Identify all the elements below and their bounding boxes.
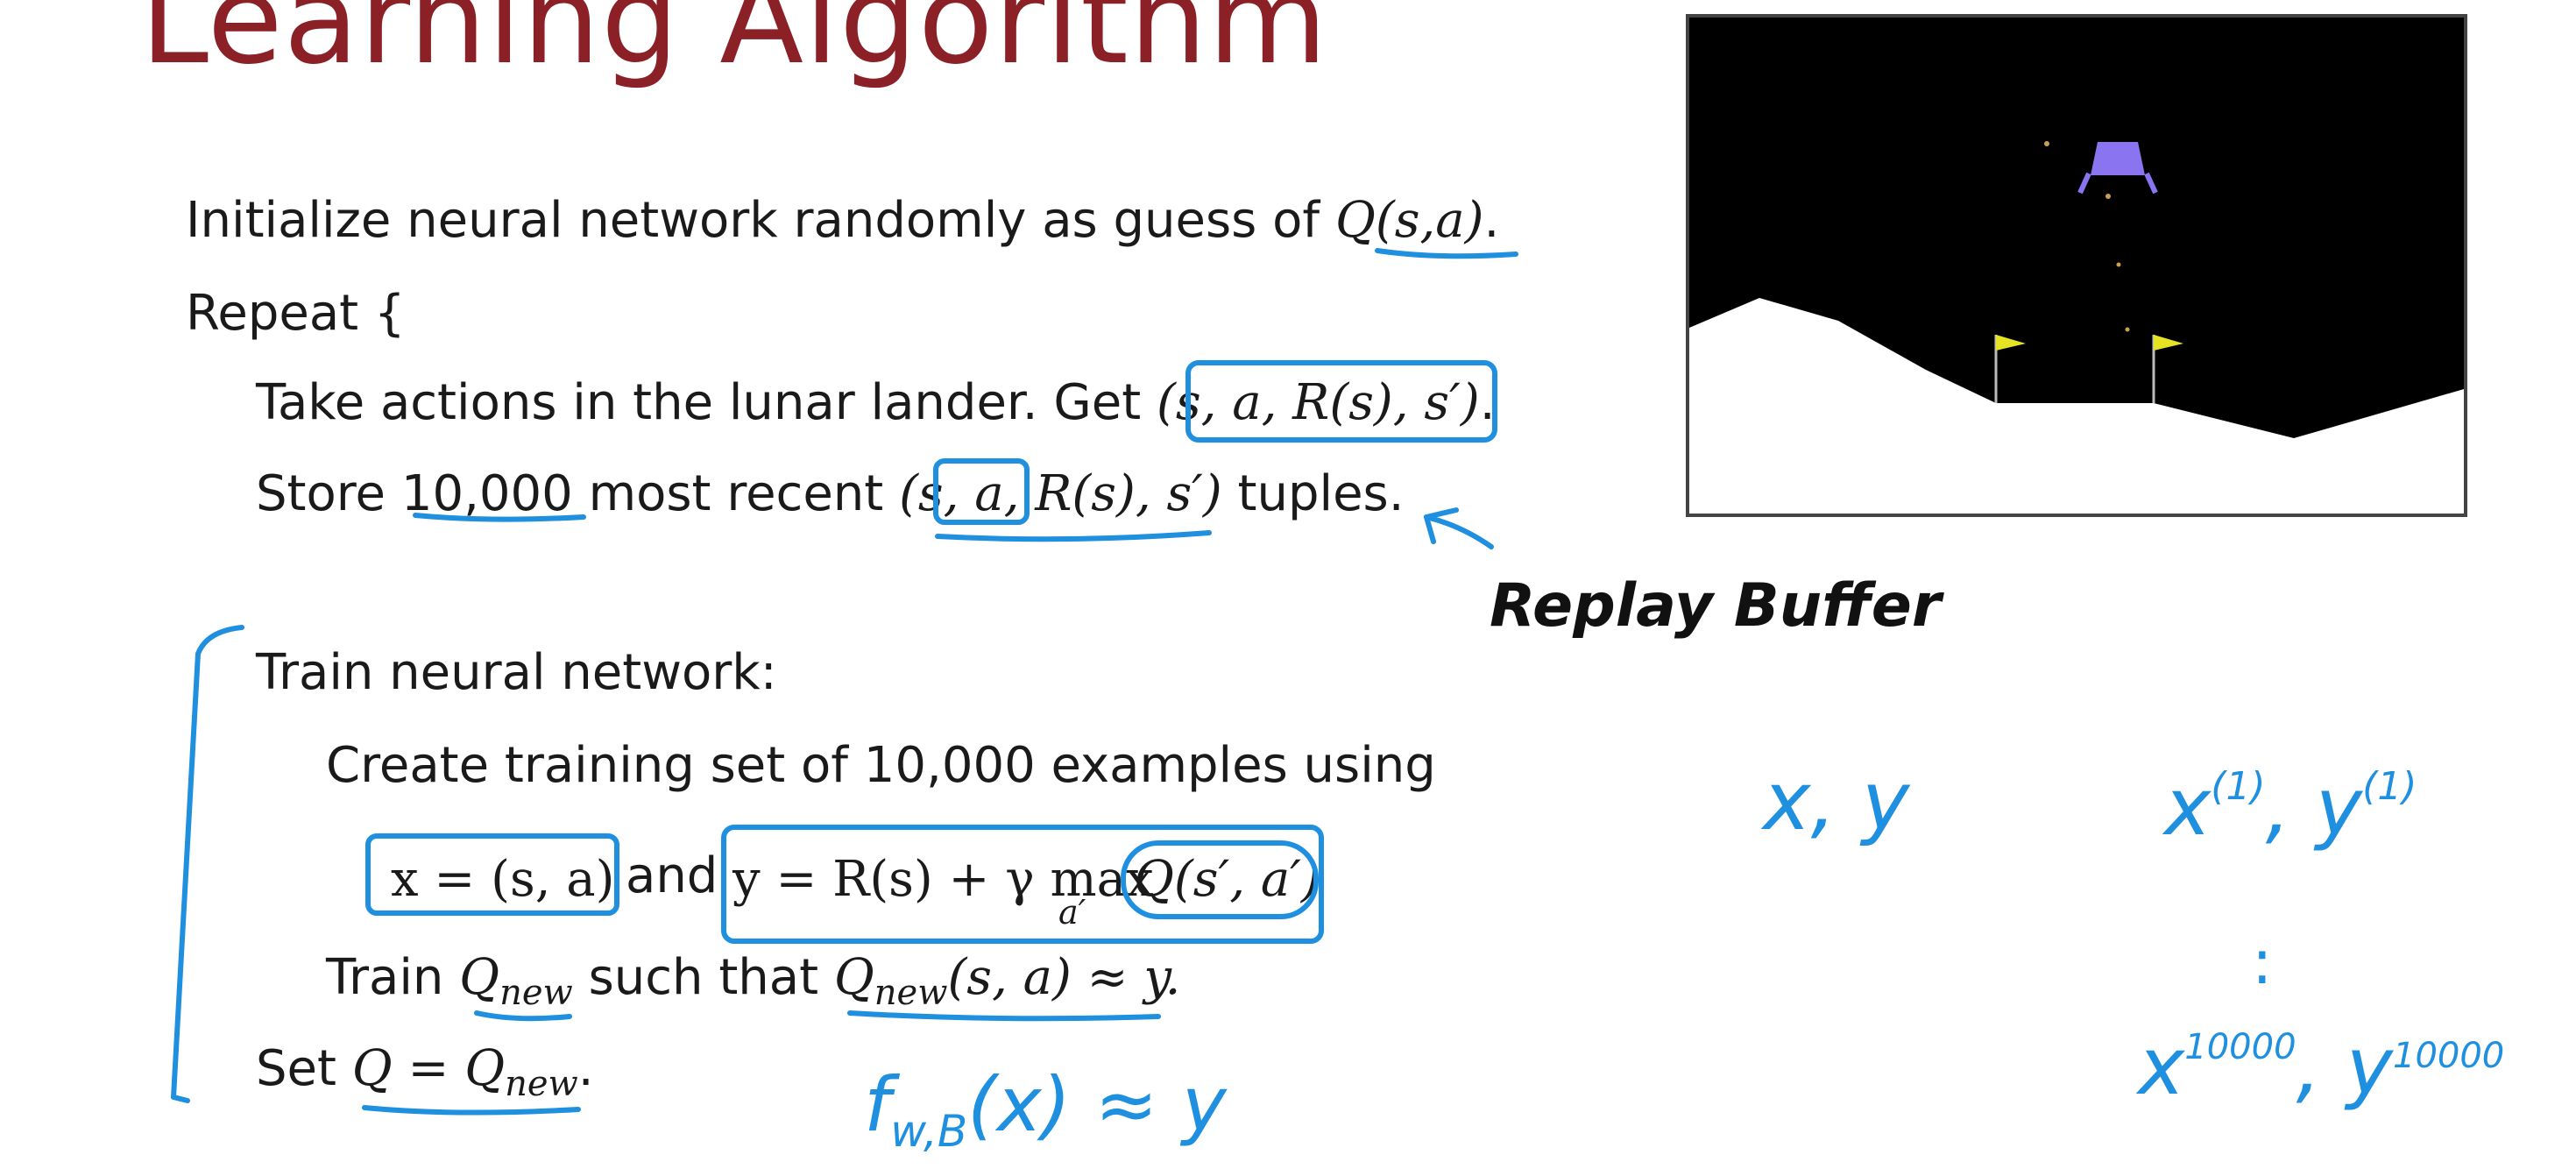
- replay-buffer-label: Replay Buffer: [1490, 571, 1942, 641]
- underline-10000: [413, 513, 586, 522]
- box-x-definition: [365, 833, 619, 916]
- arrow-replay: [1424, 514, 1494, 549]
- moon-ground: [1689, 298, 2464, 514]
- underline-approx: [847, 1010, 1161, 1022]
- box-store-sa: [933, 458, 1030, 525]
- oval-q-next: [1121, 840, 1319, 919]
- underline-train-q: [474, 1010, 572, 1022]
- x-equation: x = (s, a): [391, 851, 615, 908]
- box-y-definition: [721, 825, 1324, 944]
- arrow-replay-head: [1424, 507, 1459, 544]
- take-line: Take actions in the lunar lander. Get (s…: [256, 379, 1496, 428]
- approx-q-subscript: new: [874, 973, 948, 1013]
- lander: [2077, 142, 2158, 195]
- train-q-line: Train Qnew such that Qnew(s, a) ≈ y.: [326, 953, 1180, 1013]
- such-that: such that: [572, 949, 834, 1006]
- create-line: Create training set of 10,000 examples u…: [326, 737, 1436, 794]
- lunar-lander-scene: [1689, 18, 2464, 514]
- q-next: Q(s′, a′): [1134, 851, 1320, 908]
- init-line: Initialize neural network randomly as gu…: [186, 196, 1499, 245]
- store-end: tuples.: [1221, 465, 1405, 522]
- repeat-line: Repeat {: [186, 285, 406, 342]
- store-num: 10,000: [400, 465, 573, 522]
- underline-set-q: [362, 1105, 581, 1116]
- set-text: Set: [256, 1040, 352, 1097]
- train-bracket: [171, 625, 244, 1103]
- underline-store-tuple: [935, 530, 1212, 542]
- lunar-lander-frame: [1686, 14, 2467, 517]
- take-text: Take actions in the lunar lander. Get: [256, 374, 1157, 431]
- approx-expression: (s, a) ≈ y.: [947, 949, 1181, 1006]
- store-line: Store 10,000 most recent (s, a, R(s), s′…: [256, 470, 1405, 519]
- xy-definition-line: x = (s, a): [391, 855, 615, 904]
- train-q-text: Train: [326, 949, 460, 1006]
- set-q-subscript: new: [505, 1064, 578, 1104]
- set-end: .: [577, 1040, 594, 1097]
- init-text: Initialize neural network randomly as gu…: [186, 192, 1335, 249]
- hand-xy: x, y: [1760, 755, 1911, 848]
- take-math: (s, a, R(s), s′): [1157, 374, 1480, 431]
- box-take-tuple: [1185, 360, 1497, 443]
- train-line: Train neural network:: [256, 644, 777, 701]
- hand-f-approx: fw,B(x) ≈ y: [864, 1061, 1228, 1157]
- left-flag: [1996, 335, 2026, 351]
- train-q-subscript: new: [499, 973, 573, 1013]
- y-equation-line: y = R(s) + γ max: [732, 855, 1154, 904]
- train-q-symbol: Q: [459, 949, 500, 1006]
- max-subscript: a′: [1058, 893, 1086, 932]
- set-line: Set Q = Qnew.: [256, 1045, 594, 1102]
- approx-q-symbol: Q: [833, 949, 874, 1006]
- right-flag: [2154, 335, 2183, 351]
- hand-x1-y1: x(1), y(1): [2162, 762, 2417, 854]
- store-mid: most recent: [572, 465, 900, 522]
- store-text: Store: [256, 465, 401, 522]
- hand-dots: :: [2252, 926, 2273, 998]
- hand-x10000-y10000: x10000, y10000: [2135, 1021, 2504, 1113]
- store-math: (s, a, R(s), s′): [899, 465, 1222, 522]
- init-end: .: [1483, 192, 1500, 249]
- slide-title: Learning Algorithm: [140, 0, 1328, 92]
- underline-init-q: [1375, 248, 1518, 259]
- y-equation: y = R(s) + γ max: [732, 851, 1154, 908]
- set-q: Q = Q: [351, 1040, 506, 1097]
- and-word: and: [626, 847, 718, 904]
- take-end: .: [1479, 374, 1496, 431]
- init-math: Q(s,a): [1334, 192, 1484, 249]
